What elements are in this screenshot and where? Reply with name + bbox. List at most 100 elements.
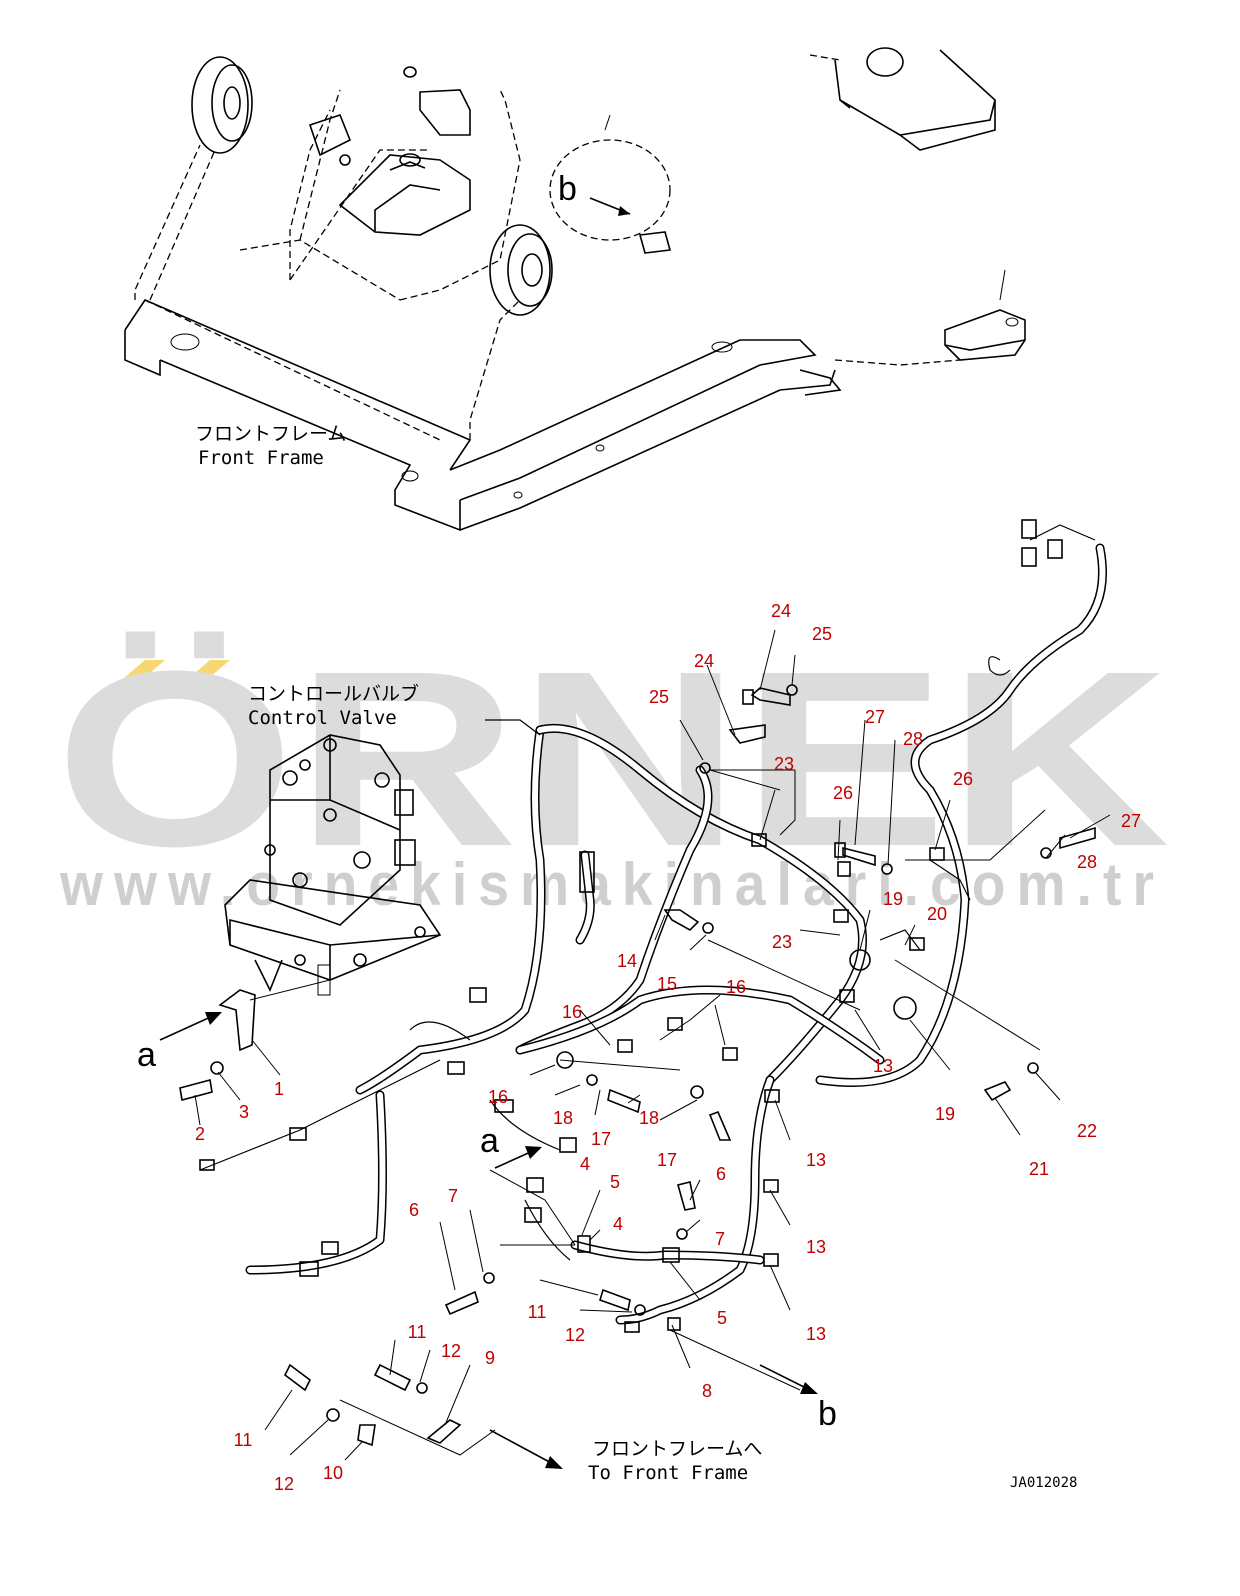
clamp <box>837 861 851 877</box>
direction-arrows <box>159 1012 818 1469</box>
connector <box>1047 539 1063 559</box>
callout-5: 5 <box>610 1172 620 1192</box>
washer-17 <box>690 1085 704 1099</box>
washer-28 <box>881 863 893 875</box>
callout-17: 17 <box>657 1150 677 1170</box>
bolt-2 <box>179 1079 213 1101</box>
control-valve-label-en: Control Valve <box>248 707 397 729</box>
bolt-11 <box>283 1363 312 1392</box>
callout-11: 11 <box>234 1430 253 1450</box>
callout-11: 11 <box>528 1302 547 1322</box>
washer-7 <box>676 1228 688 1240</box>
clamp <box>763 1179 779 1193</box>
callout-1: 1 <box>274 1079 284 1099</box>
watermark-brand: ÖRNEK <box>55 619 1170 898</box>
connector <box>299 1261 319 1277</box>
view-a-arrow <box>159 1014 216 1041</box>
callout-27: 27 <box>865 707 885 727</box>
callout-19: 19 <box>935 1104 955 1124</box>
callout-16: 16 <box>488 1087 508 1107</box>
callout-23: 23 <box>774 754 794 774</box>
watermark-accent <box>110 660 165 690</box>
callout-8: 8 <box>702 1381 712 1401</box>
bolt-27 <box>842 846 876 867</box>
clamp <box>667 1317 681 1331</box>
bolt-17 <box>708 1110 732 1141</box>
wiring-harness <box>199 524 1107 1325</box>
watermark: ÖRNEK www.ornekismakinalari.com.tr <box>55 619 1170 918</box>
connector <box>624 1321 640 1333</box>
callout-4: 4 <box>613 1214 623 1234</box>
callout-15: 15 <box>657 974 677 994</box>
callout-5: 5 <box>717 1308 727 1328</box>
clamps <box>556 833 945 1331</box>
bolt-6 <box>677 1181 696 1211</box>
callout-9: 9 <box>485 1348 495 1368</box>
bolt-11 <box>373 1363 412 1392</box>
clip-10 <box>357 1424 376 1447</box>
bolt-27 <box>1059 826 1096 850</box>
callout-24: 24 <box>694 651 714 671</box>
callout-24: 24 <box>771 601 791 621</box>
clamp <box>722 1047 738 1061</box>
callout-20: 20 <box>927 904 947 924</box>
front-frame-label-jp: フロントフレーム <box>195 423 346 445</box>
connector <box>494 1099 514 1113</box>
connector <box>559 1137 577 1153</box>
connector <box>524 1207 542 1223</box>
callout-2: 2 <box>195 1124 205 1144</box>
callout-22: 22 <box>1077 1121 1097 1141</box>
callout-28: 28 <box>903 729 923 749</box>
callout-14: 14 <box>617 951 637 971</box>
callout-21: 21 <box>1029 1159 1049 1179</box>
front-frame-label-en: Front Frame <box>198 447 324 469</box>
to-front-frame-label-en: To Front Frame <box>588 1462 748 1484</box>
bolt-11 <box>599 1288 631 1312</box>
clamp <box>763 1253 779 1267</box>
callout-17: 17 <box>591 1129 611 1149</box>
callout-25: 25 <box>812 624 832 644</box>
callout-12: 12 <box>565 1325 585 1345</box>
clamp <box>764 1089 780 1103</box>
connectors <box>199 519 1063 1333</box>
clamp <box>577 1235 591 1253</box>
bolt-24 <box>728 724 766 744</box>
connector <box>1021 519 1037 539</box>
callout-19: 19 <box>883 889 903 909</box>
callout-10: 10 <box>323 1463 343 1483</box>
washer-3 <box>210 1061 224 1075</box>
callout-16: 16 <box>726 977 746 997</box>
connector <box>579 851 595 893</box>
callout-13: 13 <box>806 1237 826 1257</box>
connector <box>321 1241 339 1255</box>
grommet <box>893 996 917 1020</box>
bracket-part-1 <box>218 989 256 1052</box>
view-letter-a-center: a <box>480 1122 499 1160</box>
bolt-18 <box>607 1088 641 1114</box>
callout-18: 18 <box>553 1108 573 1128</box>
control-valve-drawing: コントロールバルブ Control Valve <box>218 682 442 1052</box>
part-callouts: 1 2 3 4 4 5 5 6 6 7 7 8 9 10 11 11 11 12… <box>195 601 1141 1494</box>
to-front-frame-label-jp: フロントフレームへ <box>592 1438 762 1460</box>
to-front-frame-arrow <box>489 1429 556 1466</box>
connector <box>469 987 487 1003</box>
callout-16: 16 <box>562 1002 582 1022</box>
connector <box>289 1127 307 1141</box>
clip-9 <box>426 1419 462 1444</box>
clamp <box>909 937 925 951</box>
view-letter-b-top: b <box>558 170 577 208</box>
bolt-6 <box>444 1290 479 1316</box>
washer-22 <box>1027 1062 1039 1074</box>
watermark-url: www.ornekismakinalari.com.tr <box>59 851 1165 918</box>
callout-7: 7 <box>448 1186 458 1206</box>
clamp <box>839 989 855 1003</box>
leader-lines <box>194 629 1111 1461</box>
callout-12: 12 <box>441 1341 461 1361</box>
washer-7 <box>483 1272 495 1284</box>
watermark-accent <box>175 660 230 690</box>
callout-11: 11 <box>408 1322 427 1342</box>
connector <box>199 1159 215 1171</box>
washer-15 <box>702 922 714 934</box>
washer-12 <box>326 1408 340 1422</box>
